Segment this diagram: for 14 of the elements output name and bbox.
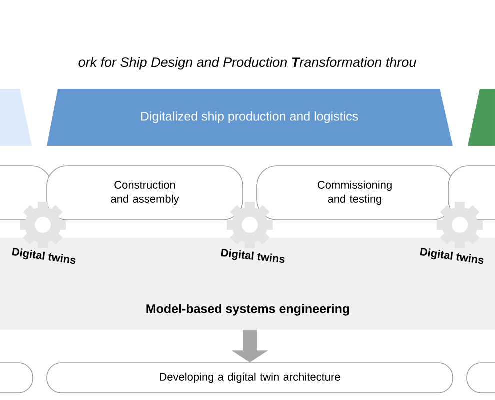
- rounded-box: Commissioning and testing: [256, 166, 454, 220]
- trapezoid-banner: Digitalized ship production and logistics: [47, 89, 453, 146]
- trapezoid-banner: [468, 89, 495, 146]
- title: ork for Ship Design and Production Transformation throu: [78, 57, 416, 70]
- gear-caption: Digital twins: [420, 248, 484, 264]
- rounded-box: [0, 362, 34, 394]
- gear-caption: Digital twins: [12, 248, 76, 264]
- trapezoid-banner: [0, 89, 32, 146]
- band-title: Model-based systems engineering: [146, 304, 350, 316]
- rounded-box: Construction and assembly: [46, 166, 244, 220]
- rounded-box: [466, 362, 495, 394]
- gear-caption: Digital twins: [221, 248, 285, 263]
- rounded-box: Developing a digital twin architecture: [46, 362, 454, 394]
- dotted-band: [0, 238, 495, 330]
